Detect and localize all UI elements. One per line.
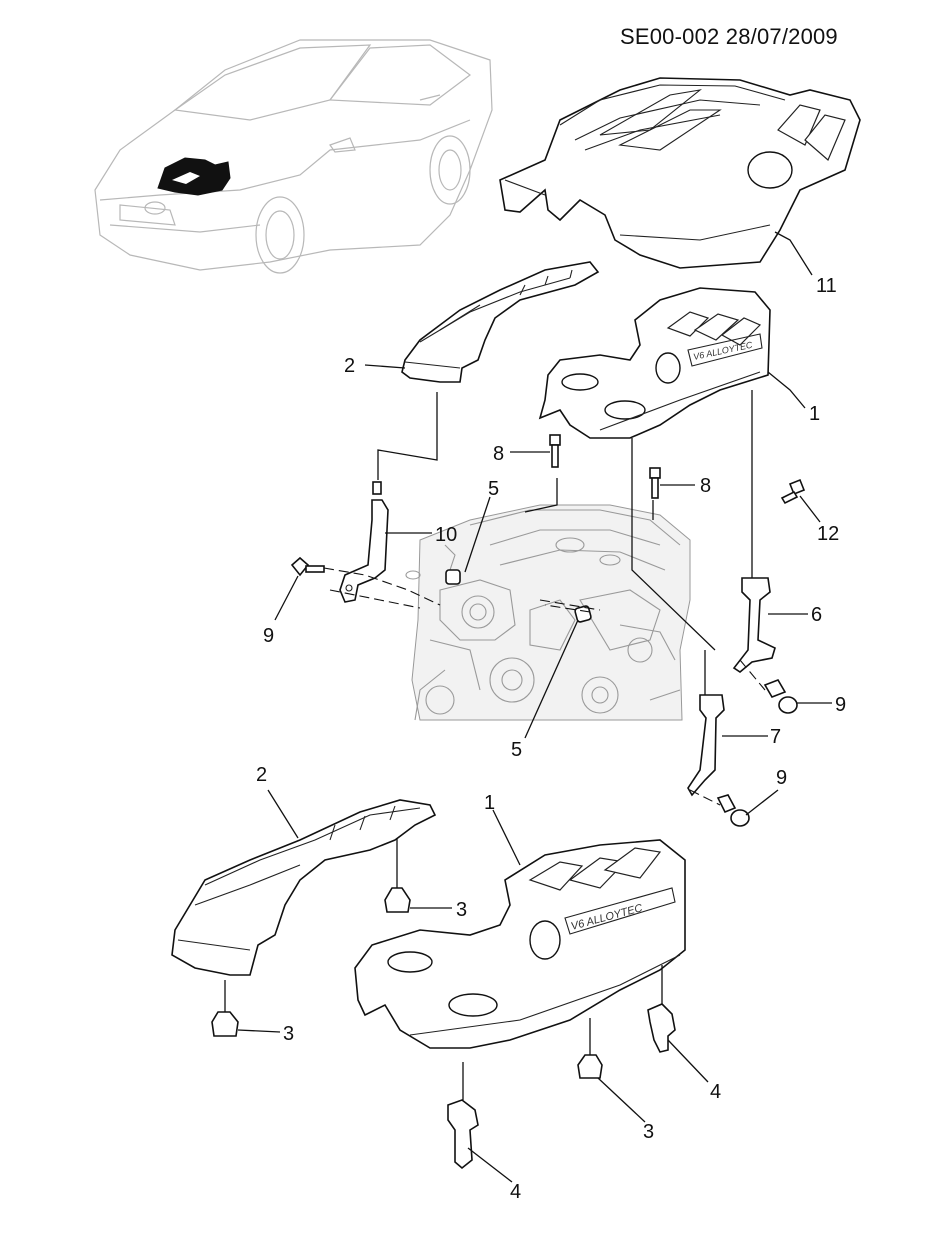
callout-12: 12 <box>817 523 839 545</box>
part-12-bolt <box>780 478 806 505</box>
callout-10: 10 <box>435 524 457 546</box>
part-4-clips <box>447 1003 676 1170</box>
callout-9-left: 9 <box>263 625 274 647</box>
part-1-right-cover-upper: V6 ALLOYTEC <box>538 287 771 439</box>
callout-7: 7 <box>770 726 781 748</box>
callout-5-upper: 5 <box>488 478 499 500</box>
part-2-left-cover-upper <box>401 261 600 383</box>
callout-5-lower: 5 <box>511 739 522 761</box>
callout-8-left: 8 <box>493 443 504 465</box>
callout-3-top: 3 <box>456 899 467 921</box>
part-8-studs <box>549 434 661 499</box>
part-6-bracket <box>732 577 776 673</box>
part-7-bracket <box>687 694 725 797</box>
assembly-guide-lines-lower <box>224 838 663 1100</box>
callout-1-upper: 1 <box>809 403 820 425</box>
callout-9-lower: 9 <box>776 767 787 789</box>
callout-11: 11 <box>816 275 837 297</box>
diagram-reference-header: SE00-002 28/07/2009 <box>620 24 838 49</box>
assembly-guide-lines-upper <box>323 390 766 806</box>
part-2-left-cover-lower <box>171 799 437 976</box>
part-10-bracket <box>339 481 389 603</box>
vehicle-locator-illustration <box>94 39 493 274</box>
callout-4-right: 4 <box>710 1081 721 1103</box>
callout-2-upper: 2 <box>344 355 355 377</box>
callout-3-left: 3 <box>283 1023 294 1045</box>
callout-6: 6 <box>811 604 822 626</box>
callout-leaders <box>237 231 832 1183</box>
callout-numbers: 11 2 1 8 8 12 5 10 9 6 9 5 7 9 2 1 3 3 4… <box>256 275 846 1203</box>
callout-8-right: 8 <box>700 475 711 497</box>
part-3-grommets <box>211 887 603 1079</box>
part-9-bolts <box>290 556 798 827</box>
callout-4-bottom: 4 <box>510 1181 521 1203</box>
callout-2-lower: 2 <box>256 764 267 786</box>
part-1-right-cover-lower: V6 ALLOYTEC <box>354 839 686 1049</box>
callout-1-lower: 1 <box>484 792 495 814</box>
part-11-upper-engine-cover <box>499 77 861 269</box>
engine-assembly-illustration <box>405 504 691 721</box>
callout-3-bottom: 3 <box>643 1121 654 1143</box>
callout-9-middle: 9 <box>835 694 846 716</box>
